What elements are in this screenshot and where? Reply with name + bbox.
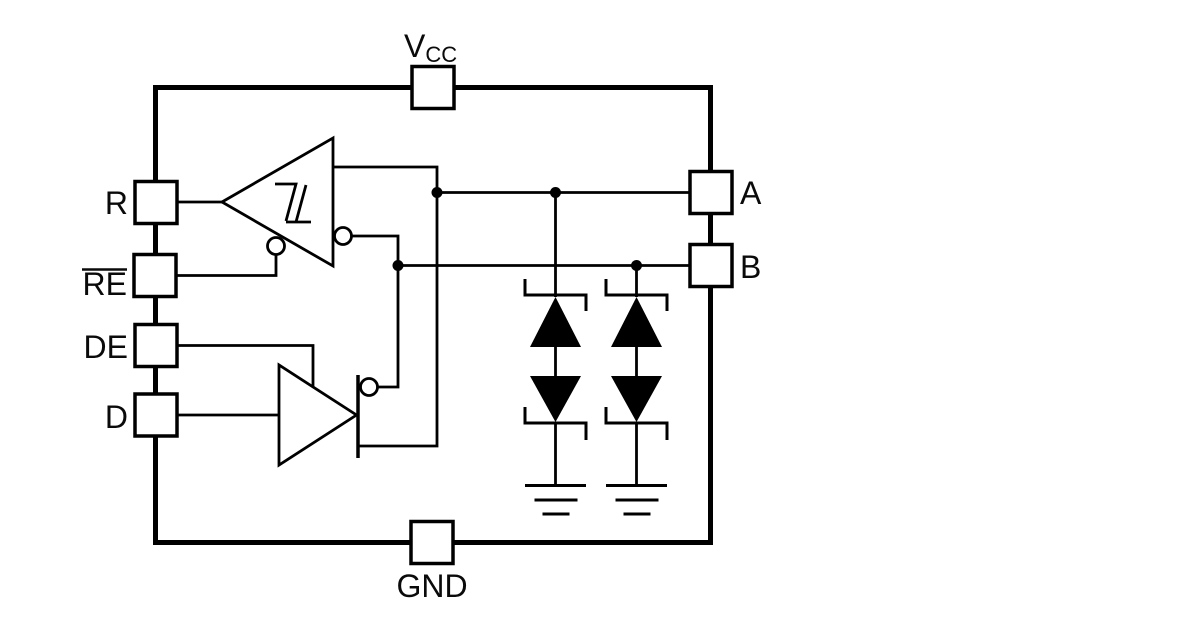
b-pin: [688, 242, 734, 289]
vcc-label: VCC: [404, 28, 457, 67]
b-label: B: [740, 249, 761, 285]
de-label: DE: [84, 329, 128, 365]
de-pin: [133, 322, 179, 369]
driver-amplifier: [277, 362, 379, 468]
gnd-label: GND: [396, 568, 467, 604]
receiver-amplifier: [219, 135, 353, 269]
re-pin: [132, 252, 178, 299]
junction-dots: [392, 187, 642, 271]
ground-icon: [606, 484, 667, 516]
junction-dot: [631, 260, 642, 271]
diode-up-icon: [611, 297, 662, 347]
gnd-pin: [409, 519, 455, 566]
ground-icon: [525, 484, 586, 516]
r-pin: [133, 179, 179, 226]
vcc-pin: [410, 64, 456, 111]
junction-dot: [550, 187, 561, 198]
driver-triangle: [277, 362, 360, 468]
a-pin: [688, 169, 734, 216]
wire-receiver-b-input-and-driver-z-output: [351, 234, 400, 389]
d-pin: [133, 392, 179, 438]
d-label: D: [105, 399, 128, 435]
junction-dot: [431, 187, 443, 198]
ic-boundary: [153, 85, 713, 545]
r-label: R: [105, 185, 128, 221]
diode-down-icon: [611, 376, 662, 422]
driver-inverting-output-bubble: [359, 377, 379, 397]
diode-down-icon: [530, 376, 581, 422]
re-label: RE: [83, 266, 127, 302]
pin-boxes: [132, 64, 734, 566]
zener-bracket-icon: [604, 279, 669, 311]
clamp-diode-stack-a: [523, 279, 588, 516]
zener-bracket-icon: [523, 279, 588, 311]
diode-up-icon: [530, 297, 581, 347]
wire-de-to-driver-enable: [177, 344, 315, 387]
pin-labels: VCC GND R RE DE D A B: [82, 28, 762, 604]
wire-receiver-a-input-and-driver-y-output: [333, 165, 439, 448]
hysteresis-icon: [275, 182, 311, 224]
receiver-inverting-input-bubble: [333, 226, 353, 246]
zener-bracket-icon: [523, 407, 588, 440]
zener-bracket-icon: [604, 407, 669, 440]
wire-re-to-enable-bubble: [175, 255, 278, 277]
a-label: A: [740, 175, 762, 211]
receiver-enable-bubble: [266, 236, 286, 256]
clamp-diode-stack-b: [604, 279, 669, 516]
receiver-triangle: [219, 135, 335, 269]
junction-dot: [392, 260, 404, 271]
